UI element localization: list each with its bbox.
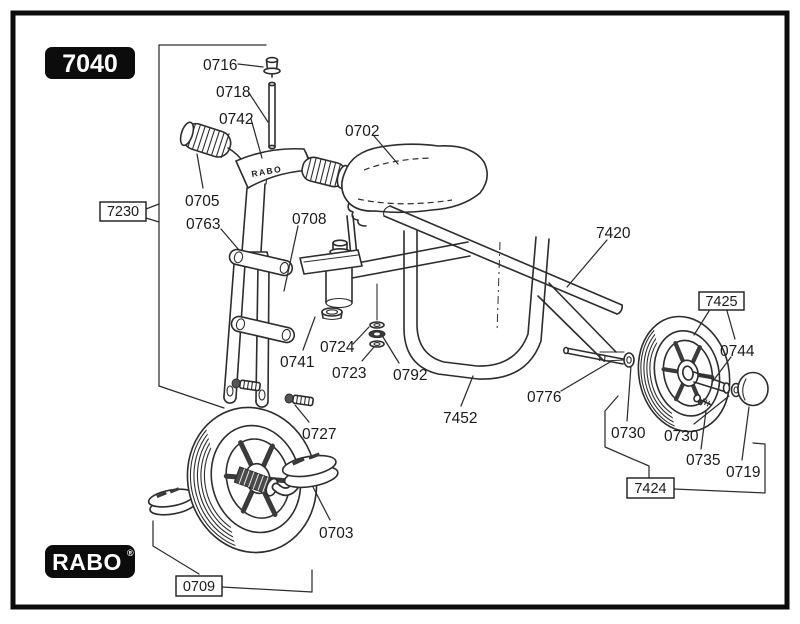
group-label-0709: 0709 <box>183 579 215 595</box>
left-pedal <box>147 487 197 516</box>
axle-bolt-0727-right <box>284 393 314 407</box>
model-badge-text: 7040 <box>62 50 118 78</box>
part-label-0708: 0708 <box>292 211 326 228</box>
part-label-0727: 0727 <box>302 426 336 443</box>
rear-axle-struts <box>537 282 625 362</box>
group-bracket-7230 <box>145 44 267 409</box>
part-labels: 0716 0718 0742 0702 0705 0763 0708 0741 … <box>185 57 760 542</box>
group-bracket-7425 <box>693 310 736 340</box>
boxed-label-0709: 0709 <box>175 575 223 597</box>
part-label-0741: 0741 <box>280 354 314 371</box>
frame-front-arm <box>351 241 471 279</box>
part-label-0735: 0735 <box>686 452 720 469</box>
brand-badge: RABO ® <box>45 545 135 578</box>
group-bracket-7424 <box>604 395 766 494</box>
brand-registered-mark: ® <box>127 548 134 558</box>
rear-wheel-spokes <box>661 341 715 406</box>
part-label-0723: 0723 <box>332 365 366 382</box>
handlebar-left-grip <box>179 121 232 159</box>
part-label-0705: 0705 <box>185 193 219 210</box>
leader-lines <box>196 63 750 521</box>
model-badge: 7040 <box>45 47 135 79</box>
rear-wheel <box>637 315 731 433</box>
part-label-0744: 0744 <box>720 343 755 360</box>
part-label-0776: 0776 <box>527 389 561 406</box>
part-label-0716: 0716 <box>203 57 237 74</box>
fork-crossbar-lower <box>230 315 296 344</box>
screw-0735 <box>693 394 712 407</box>
part-label-0792: 0792 <box>393 367 427 384</box>
part-label-7420: 7420 <box>596 225 631 242</box>
axle-bolt-0727-left <box>231 378 261 392</box>
seat-mount <box>299 249 363 275</box>
group-bracket-0709 <box>152 520 313 593</box>
rear-axle-0776 <box>562 346 635 368</box>
part-label-0730-right: 0730 <box>664 428 699 445</box>
washer-stack <box>368 283 386 348</box>
rear-axle-stub <box>693 371 731 394</box>
frame-main-tube <box>383 205 623 315</box>
fork-assembly <box>223 183 296 408</box>
part-label-0703: 0703 <box>319 525 353 542</box>
brand-badge-text: RABO <box>52 549 122 575</box>
front-wheel <box>186 406 318 554</box>
right-pedal <box>281 452 339 489</box>
part-label-0719: 0719 <box>726 464 760 481</box>
part-label-0702: 0702 <box>345 123 379 140</box>
part-label-0718: 0718 <box>216 84 250 101</box>
part-label-0742: 0742 <box>219 111 253 128</box>
boxed-label-7424: 7424 <box>626 477 675 499</box>
part-label-0763: 0763 <box>186 216 220 233</box>
handlebar-nameplate: RABO <box>235 147 315 189</box>
group-label-7230: 7230 <box>107 204 139 220</box>
hub-cap-0719 <box>737 371 769 407</box>
group-label-7424: 7424 <box>634 481 666 497</box>
part-label-0724: 0724 <box>320 339 355 356</box>
part-label-0730-left: 0730 <box>611 425 646 442</box>
steering-bolt-0716 <box>263 56 281 78</box>
page-border <box>10 10 790 610</box>
seat <box>341 143 488 257</box>
body-loop <box>403 230 550 380</box>
part-label-7452: 7452 <box>443 410 477 427</box>
boxed-label-7425: 7425 <box>698 291 745 311</box>
group-label-7425: 7425 <box>705 294 737 310</box>
boxed-label-7230: 7230 <box>99 201 147 222</box>
